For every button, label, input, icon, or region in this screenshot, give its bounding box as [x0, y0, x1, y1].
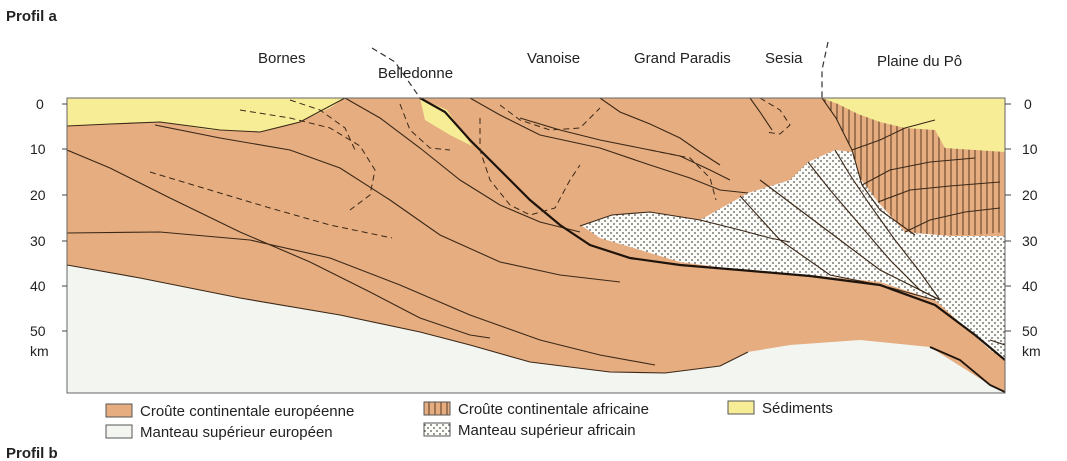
right-unit-label: km	[1022, 343, 1041, 359]
left-tick-50: 50	[30, 323, 46, 339]
legend-swatch-european-mantle	[106, 425, 132, 438]
left-tick-30: 30	[30, 233, 46, 249]
right-tick-0: 0	[1024, 96, 1032, 112]
legend-label-european-mantle: Manteau supérieur européen	[140, 424, 333, 441]
legend-swatch-sediments	[728, 401, 754, 414]
legend-swatch-african-mantle	[424, 423, 450, 436]
sesia-dashed-line	[822, 42, 828, 98]
left-tick-40: 40	[30, 278, 46, 294]
left-unit-label: km	[30, 343, 49, 359]
right-tick-20: 20	[1022, 187, 1038, 203]
profile-b-title: Profil b	[6, 445, 58, 461]
legend-label-sediments: Sédiments	[762, 400, 833, 417]
left-tick-0: 0	[36, 96, 44, 112]
right-tick-40: 40	[1022, 278, 1038, 294]
place-grand-paradis: Grand Paradis	[634, 50, 731, 67]
left-tick-20: 20	[30, 187, 46, 203]
legend-label-african-crust: Croûte continentale africaine	[458, 401, 649, 418]
right-tick-10: 10	[1022, 141, 1038, 157]
right-axis: 0 10 20 30 40 50 km	[1005, 96, 1041, 359]
place-vanoise: Vanoise	[527, 50, 580, 67]
legend-label-african-mantle: Manteau supérieur africain	[458, 422, 636, 439]
place-bornes: Bornes	[258, 50, 306, 67]
legend: Croûte continentale européenne Croûte co…	[106, 400, 833, 441]
place-plaine-du-po: Plaine du Pô	[877, 53, 962, 70]
place-belledonne: Belledonne	[378, 65, 453, 82]
right-tick-30: 30	[1022, 233, 1038, 249]
legend-swatch-african-crust	[424, 402, 450, 415]
legend-swatch-european-crust	[106, 404, 132, 417]
place-sesia: Sesia	[765, 50, 803, 67]
left-tick-10: 10	[30, 141, 46, 157]
right-tick-50: 50	[1022, 323, 1038, 339]
legend-label-european-crust: Croûte continentale européenne	[140, 403, 354, 420]
profile-a-title: Profil a	[6, 8, 58, 25]
left-axis: 0 10 20 30 40 50 km	[30, 96, 67, 359]
